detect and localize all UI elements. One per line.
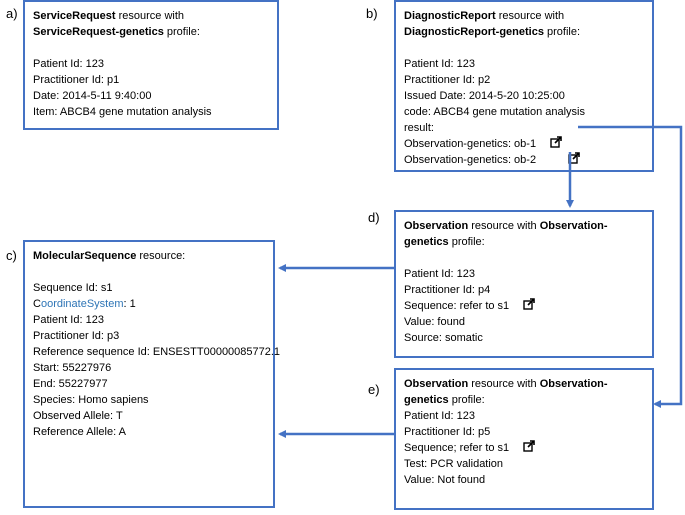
- observation-e-value: Value: Not found: [404, 474, 486, 486]
- label-e: e): [368, 382, 380, 397]
- observation-d-practitioner: Practitioner Id: p4: [404, 284, 491, 296]
- diagnostic-report-patient: Patient Id: 123: [404, 58, 475, 70]
- diagnostic-report-result-ob1: Observation-genetics: ob-1: [404, 136, 644, 152]
- molecular-sequence-coordinate: CoordinateSystem: 1: [33, 298, 136, 310]
- observation-e-patient: Patient Id: 123: [404, 410, 475, 422]
- molecular-sequence-start: Start: 55227976: [33, 362, 112, 374]
- diagnostic-report-result-ob2: Observation-genetics: ob-2: [404, 152, 644, 168]
- observation-d-patient: Patient Id: 123: [404, 268, 475, 280]
- diagnostic-report-code: code: ABCB4 gene mutation analysis: [404, 106, 586, 118]
- observation-d-value: Value: found: [404, 316, 465, 328]
- diagnostic-report-box: DiagnosticReport resource with Diagnosti…: [394, 0, 654, 172]
- arrow-ob1-to-observation-e: [578, 125, 683, 408]
- observation-e-box: Observation resource with Observation- g…: [394, 368, 654, 510]
- label-c: c): [6, 248, 17, 263]
- service-request-item: Item: ABCB4 gene mutation analysis: [33, 106, 212, 118]
- service-request-patient: Patient Id: 123: [33, 58, 104, 70]
- label-b: b): [366, 6, 378, 21]
- diagnostic-report-issued: Issued Date: 2014-5-20 10:25:00: [404, 90, 565, 102]
- molecular-sequence-box: MolecularSequence resource: Sequence Id:…: [23, 240, 281, 508]
- diagnostic-report-result: result:: [404, 122, 434, 134]
- label-d: d): [368, 210, 380, 225]
- observation-e-title: Observation resource with Observation- g…: [404, 378, 608, 406]
- molecular-sequence-id: Sequence Id: s1: [33, 282, 113, 294]
- external-link-icon[interactable]: [523, 298, 535, 310]
- external-link-icon[interactable]: [550, 136, 562, 148]
- observation-e-practitioner: Practitioner Id: p5: [404, 426, 491, 438]
- molecular-sequence-practitioner: Practitioner Id: p3: [33, 330, 120, 342]
- service-request-title: ServiceRequest resource with ServiceRequ…: [33, 10, 200, 38]
- observation-e-test: Test: PCR validation: [404, 458, 504, 470]
- molecular-sequence-end: End: 55227977: [33, 378, 108, 390]
- observation-d-source: Source: somatic: [404, 332, 483, 344]
- molecular-sequence-species: Species: Homo sapiens: [33, 394, 149, 406]
- service-request-date: Date: 2014-5-11 9:40:00: [33, 90, 152, 102]
- coordinate-system-link[interactable]: oordinateSystem: [40, 298, 124, 310]
- service-request-practitioner: Practitioner Id: p1: [33, 74, 120, 86]
- external-link-icon[interactable]: [523, 440, 535, 452]
- observation-d-sequence: Sequence: refer to s1: [404, 298, 644, 314]
- molecular-sequence-reference-allele: Reference Allele: A: [33, 426, 126, 438]
- label-a: a): [6, 6, 18, 21]
- molecular-sequence-reference-id: Reference sequence Id: ENSESTT0000008577…: [33, 346, 281, 358]
- diagnostic-report-practitioner: Practitioner Id: p2: [404, 74, 491, 86]
- observation-d-box: Observation resource with Observation- g…: [394, 210, 654, 358]
- observation-d-title: Observation resource with Observation- g…: [404, 220, 608, 248]
- service-request-box: ServiceRequest resource with ServiceRequ…: [23, 0, 279, 130]
- molecular-sequence-title: MolecularSequence resource:: [33, 250, 186, 262]
- observation-e-sequence: Sequence; refer to s1: [404, 440, 644, 456]
- molecular-sequence-patient: Patient Id: 123: [33, 314, 104, 326]
- molecular-sequence-observed-allele: Observed Allele: T: [33, 410, 123, 422]
- diagnostic-report-title: DiagnosticReport resource with Diagnosti…: [404, 10, 581, 38]
